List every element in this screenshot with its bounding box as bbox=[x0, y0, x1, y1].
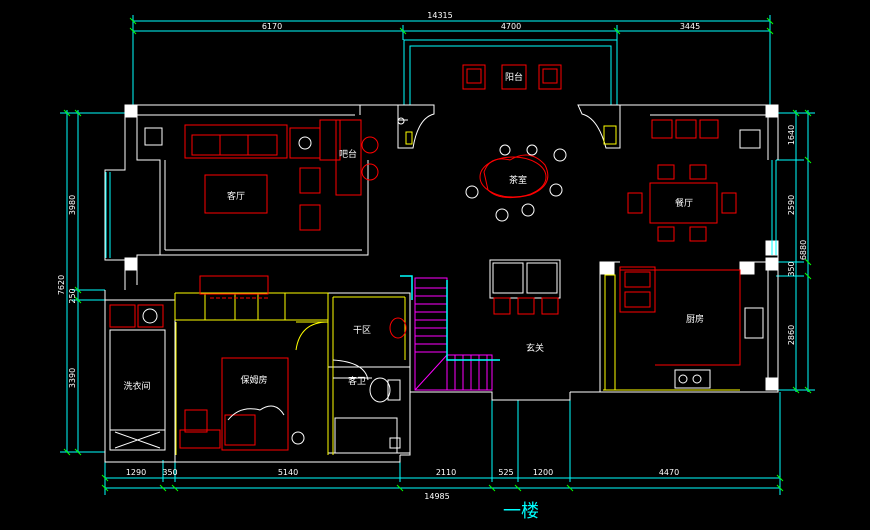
label-dining: 餐厅 bbox=[675, 197, 693, 209]
balcony-railing bbox=[403, 39, 618, 105]
dim-bottom-1: 1290 bbox=[126, 468, 146, 477]
plan-title: 一楼 bbox=[503, 501, 539, 522]
living-furniture bbox=[144, 119, 379, 299]
door-swings bbox=[295, 321, 372, 381]
label-laundry: 洗衣间 bbox=[123, 380, 150, 392]
dim-bottom-2: 350 bbox=[162, 468, 177, 477]
nanny-furniture bbox=[179, 357, 305, 451]
foyer-furniture bbox=[489, 259, 561, 315]
label-living: 客厅 bbox=[227, 190, 245, 202]
dim-bottom-total: 14985 bbox=[424, 492, 449, 501]
label-tea: 茶室 bbox=[509, 174, 527, 186]
tea-furniture bbox=[465, 144, 567, 222]
label-dry: 干区 bbox=[353, 325, 371, 336]
dim-top-2: 4700 bbox=[501, 22, 521, 31]
dimension-text: 14315 6170 4700 3445 14985 1290 350 5140… bbox=[57, 11, 808, 501]
dim-bottom-4: 2110 bbox=[436, 468, 456, 477]
dim-bottom-6: 1200 bbox=[533, 468, 553, 477]
label-bar: 吧台 bbox=[339, 148, 357, 160]
dim-bottom-3: 5140 bbox=[278, 468, 298, 477]
label-balcony: 阳台 bbox=[505, 71, 523, 83]
dim-bottom-7: 4470 bbox=[659, 468, 679, 477]
dim-right-total: 6880 bbox=[799, 240, 808, 260]
label-nanny: 保姆房 bbox=[240, 374, 267, 386]
kitchen-furniture bbox=[619, 266, 764, 389]
dim-left-3: 3390 bbox=[68, 368, 77, 388]
bathroom-fixtures bbox=[334, 317, 407, 454]
label-kitchen: 厨房 bbox=[686, 313, 704, 325]
dim-top-3: 3445 bbox=[680, 22, 700, 31]
dim-right-3: 350 bbox=[787, 261, 796, 276]
stair-railing bbox=[400, 275, 500, 361]
dimension-ticks bbox=[63, 17, 812, 492]
room-labels: 阳台 客厅 吧台 茶室 餐厅 厨房 洗衣间 保姆房 干区 客卫 玄关 bbox=[123, 71, 704, 392]
label-toilet: 客卫 bbox=[348, 375, 366, 387]
dining-furniture bbox=[627, 119, 761, 242]
laundry-fixtures bbox=[109, 304, 166, 451]
dim-right-1: 1640 bbox=[787, 125, 796, 145]
label-foyer: 玄关 bbox=[526, 342, 544, 354]
dim-left-total: 7620 bbox=[57, 275, 66, 295]
balcony-piers bbox=[397, 104, 621, 149]
dim-bottom-5: 525 bbox=[498, 468, 513, 477]
dim-right-2: 2590 bbox=[787, 195, 796, 215]
balcony-furniture bbox=[462, 64, 562, 90]
dim-top-1: 6170 bbox=[262, 22, 282, 31]
dim-left-2: 250 bbox=[68, 288, 77, 303]
dim-left-1: 3980 bbox=[68, 195, 77, 215]
dim-top-total: 14315 bbox=[427, 11, 452, 20]
dim-right-4: 2860 bbox=[787, 325, 796, 345]
